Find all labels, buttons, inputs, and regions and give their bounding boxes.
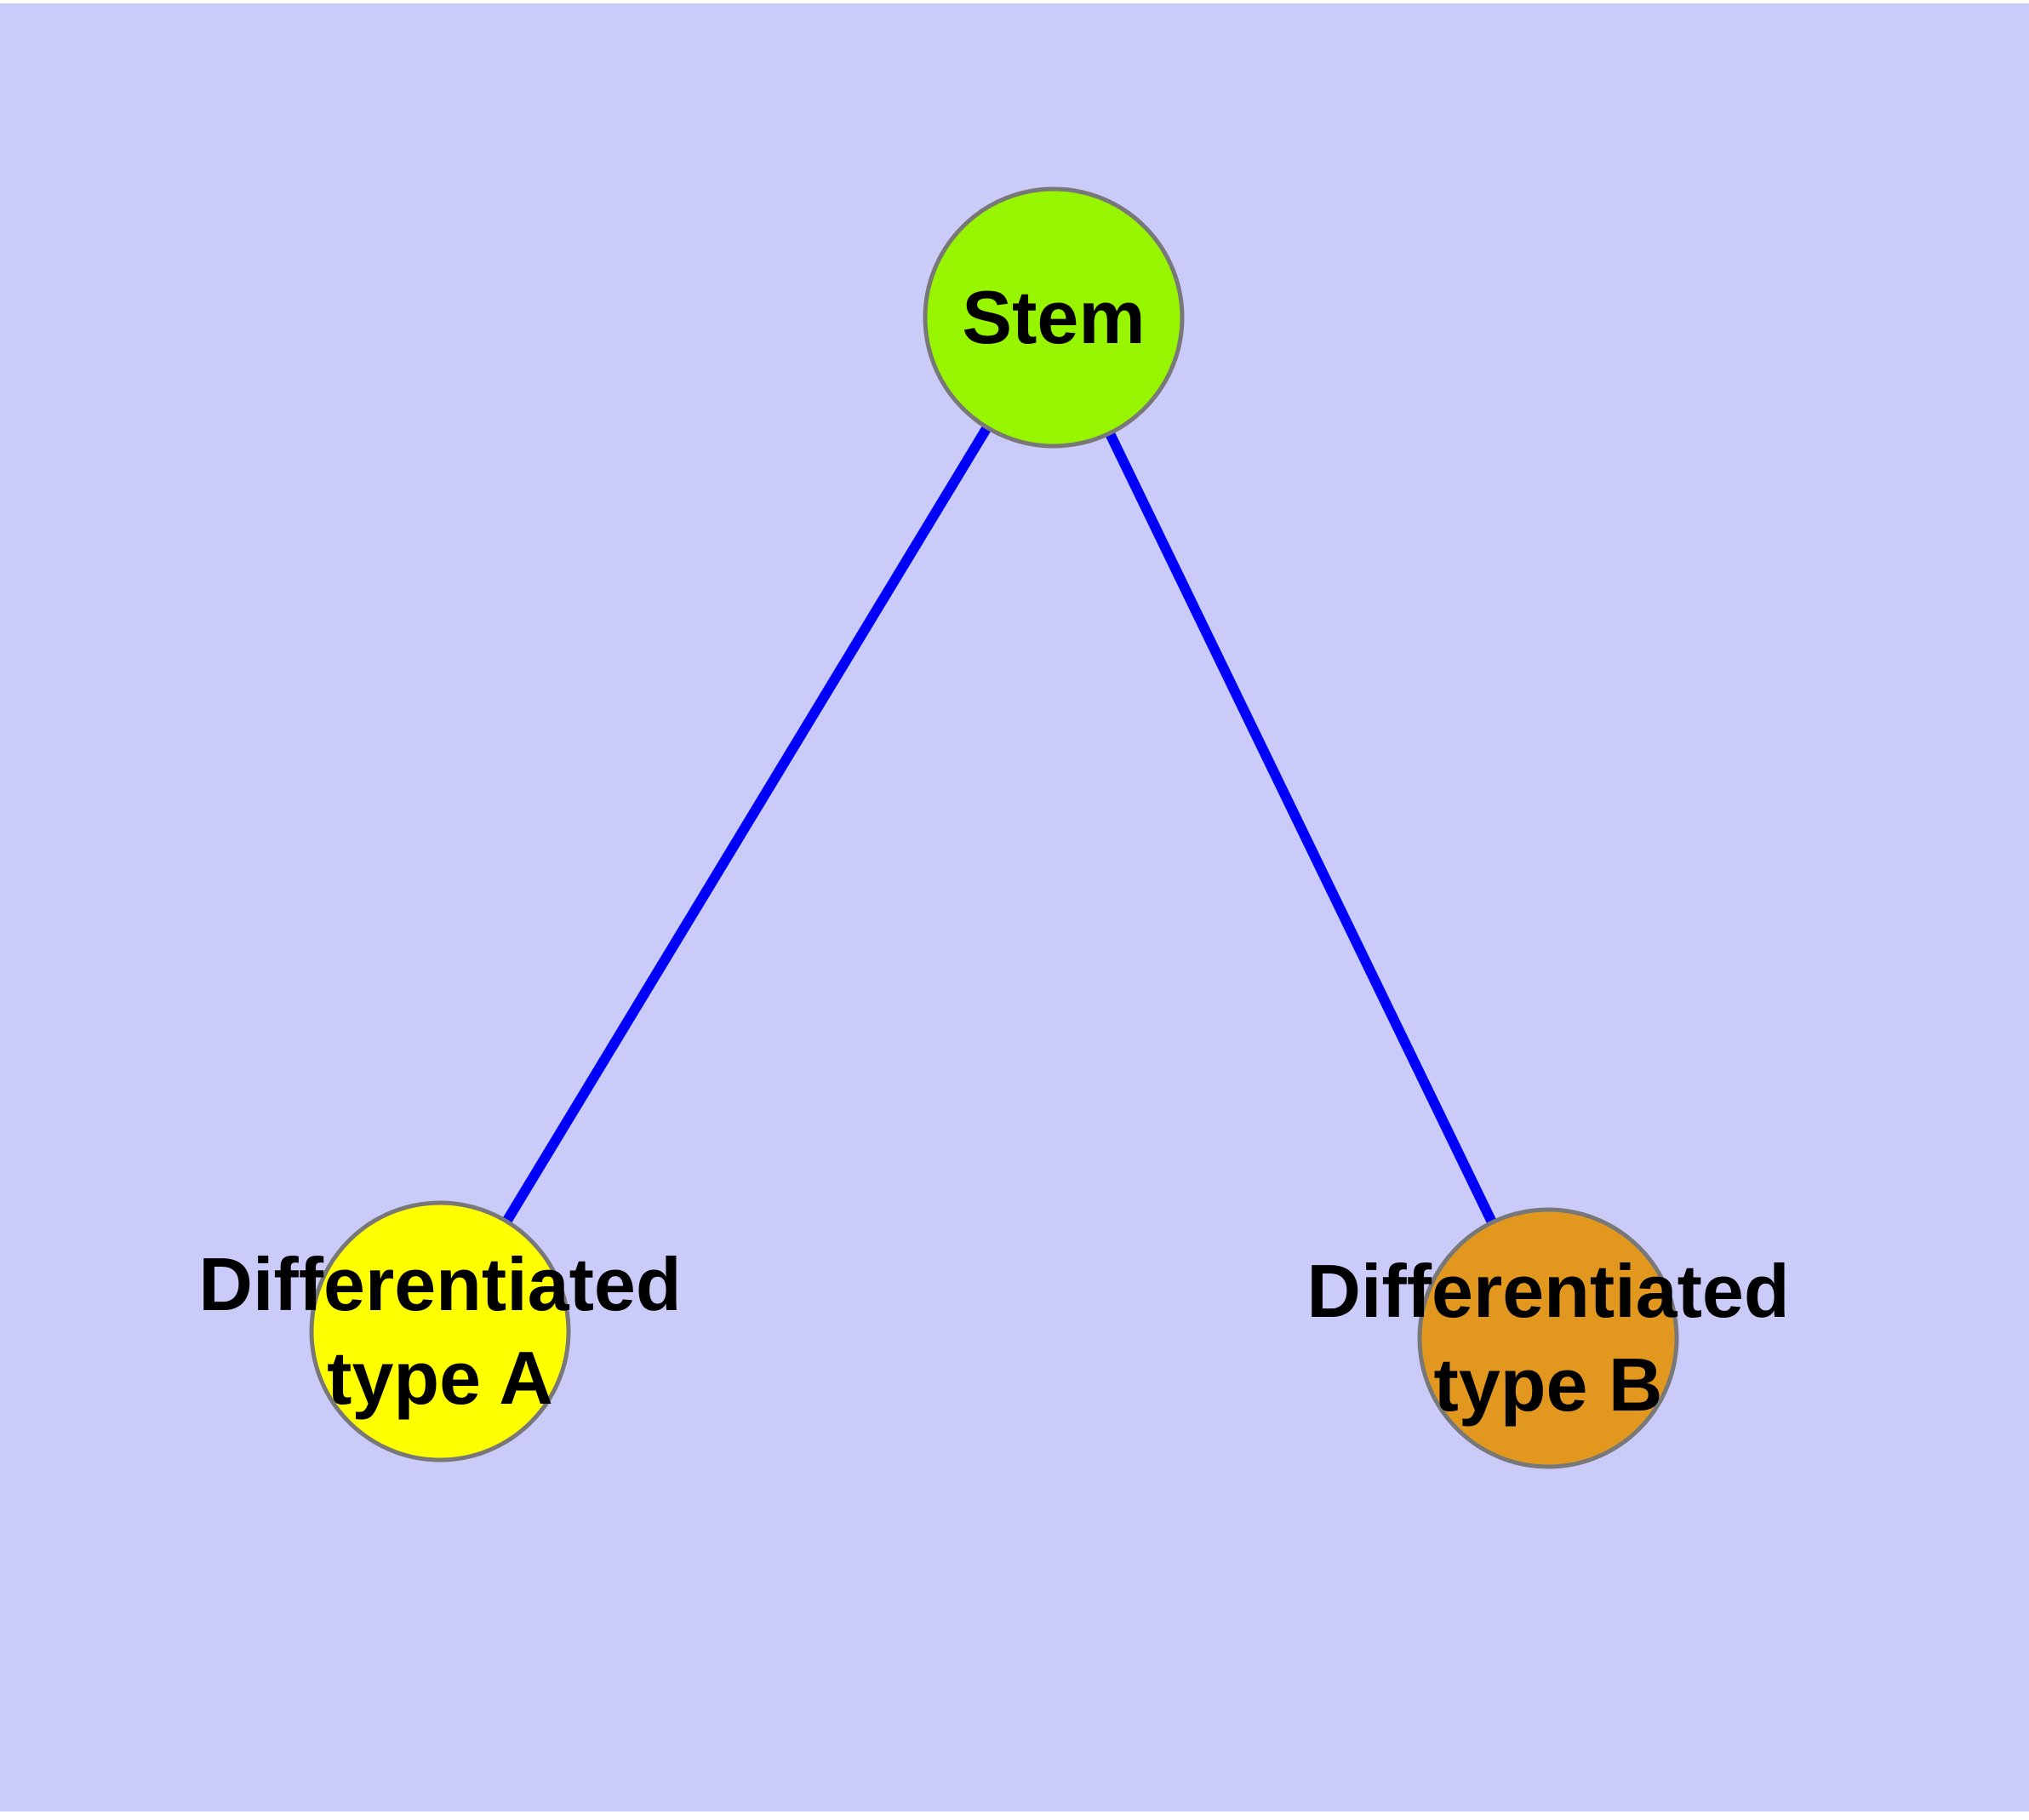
node-typeA-label-line2: type A	[327, 1336, 553, 1420]
edge-stem-to-typeB	[1049, 315, 1553, 1341]
edge-stem-to-typeA	[435, 314, 1059, 1335]
node-typeA-label-line1: Differentiated	[198, 1242, 682, 1326]
node-stem-circle	[923, 186, 1185, 449]
node-typeA-circle	[309, 1200, 571, 1462]
node-typeB-label: Differentiated type B	[1306, 1245, 1789, 1432]
node-stem-label: Stem	[962, 271, 1145, 364]
node-typeB-label-line1: Differentiated	[1306, 1249, 1790, 1333]
graph-svg	[309, 186, 1679, 1469]
node-typeA-label: Differentiated type A	[198, 1238, 681, 1425]
node-typeB-label-line2: type B	[1433, 1342, 1663, 1427]
node-typeB-circle	[1417, 1207, 1679, 1469]
graph-canvas: Stem Differentiated type A Differentiate…	[0, 3, 2029, 1811]
node-stem-label-line1: Stem	[962, 275, 1146, 359]
